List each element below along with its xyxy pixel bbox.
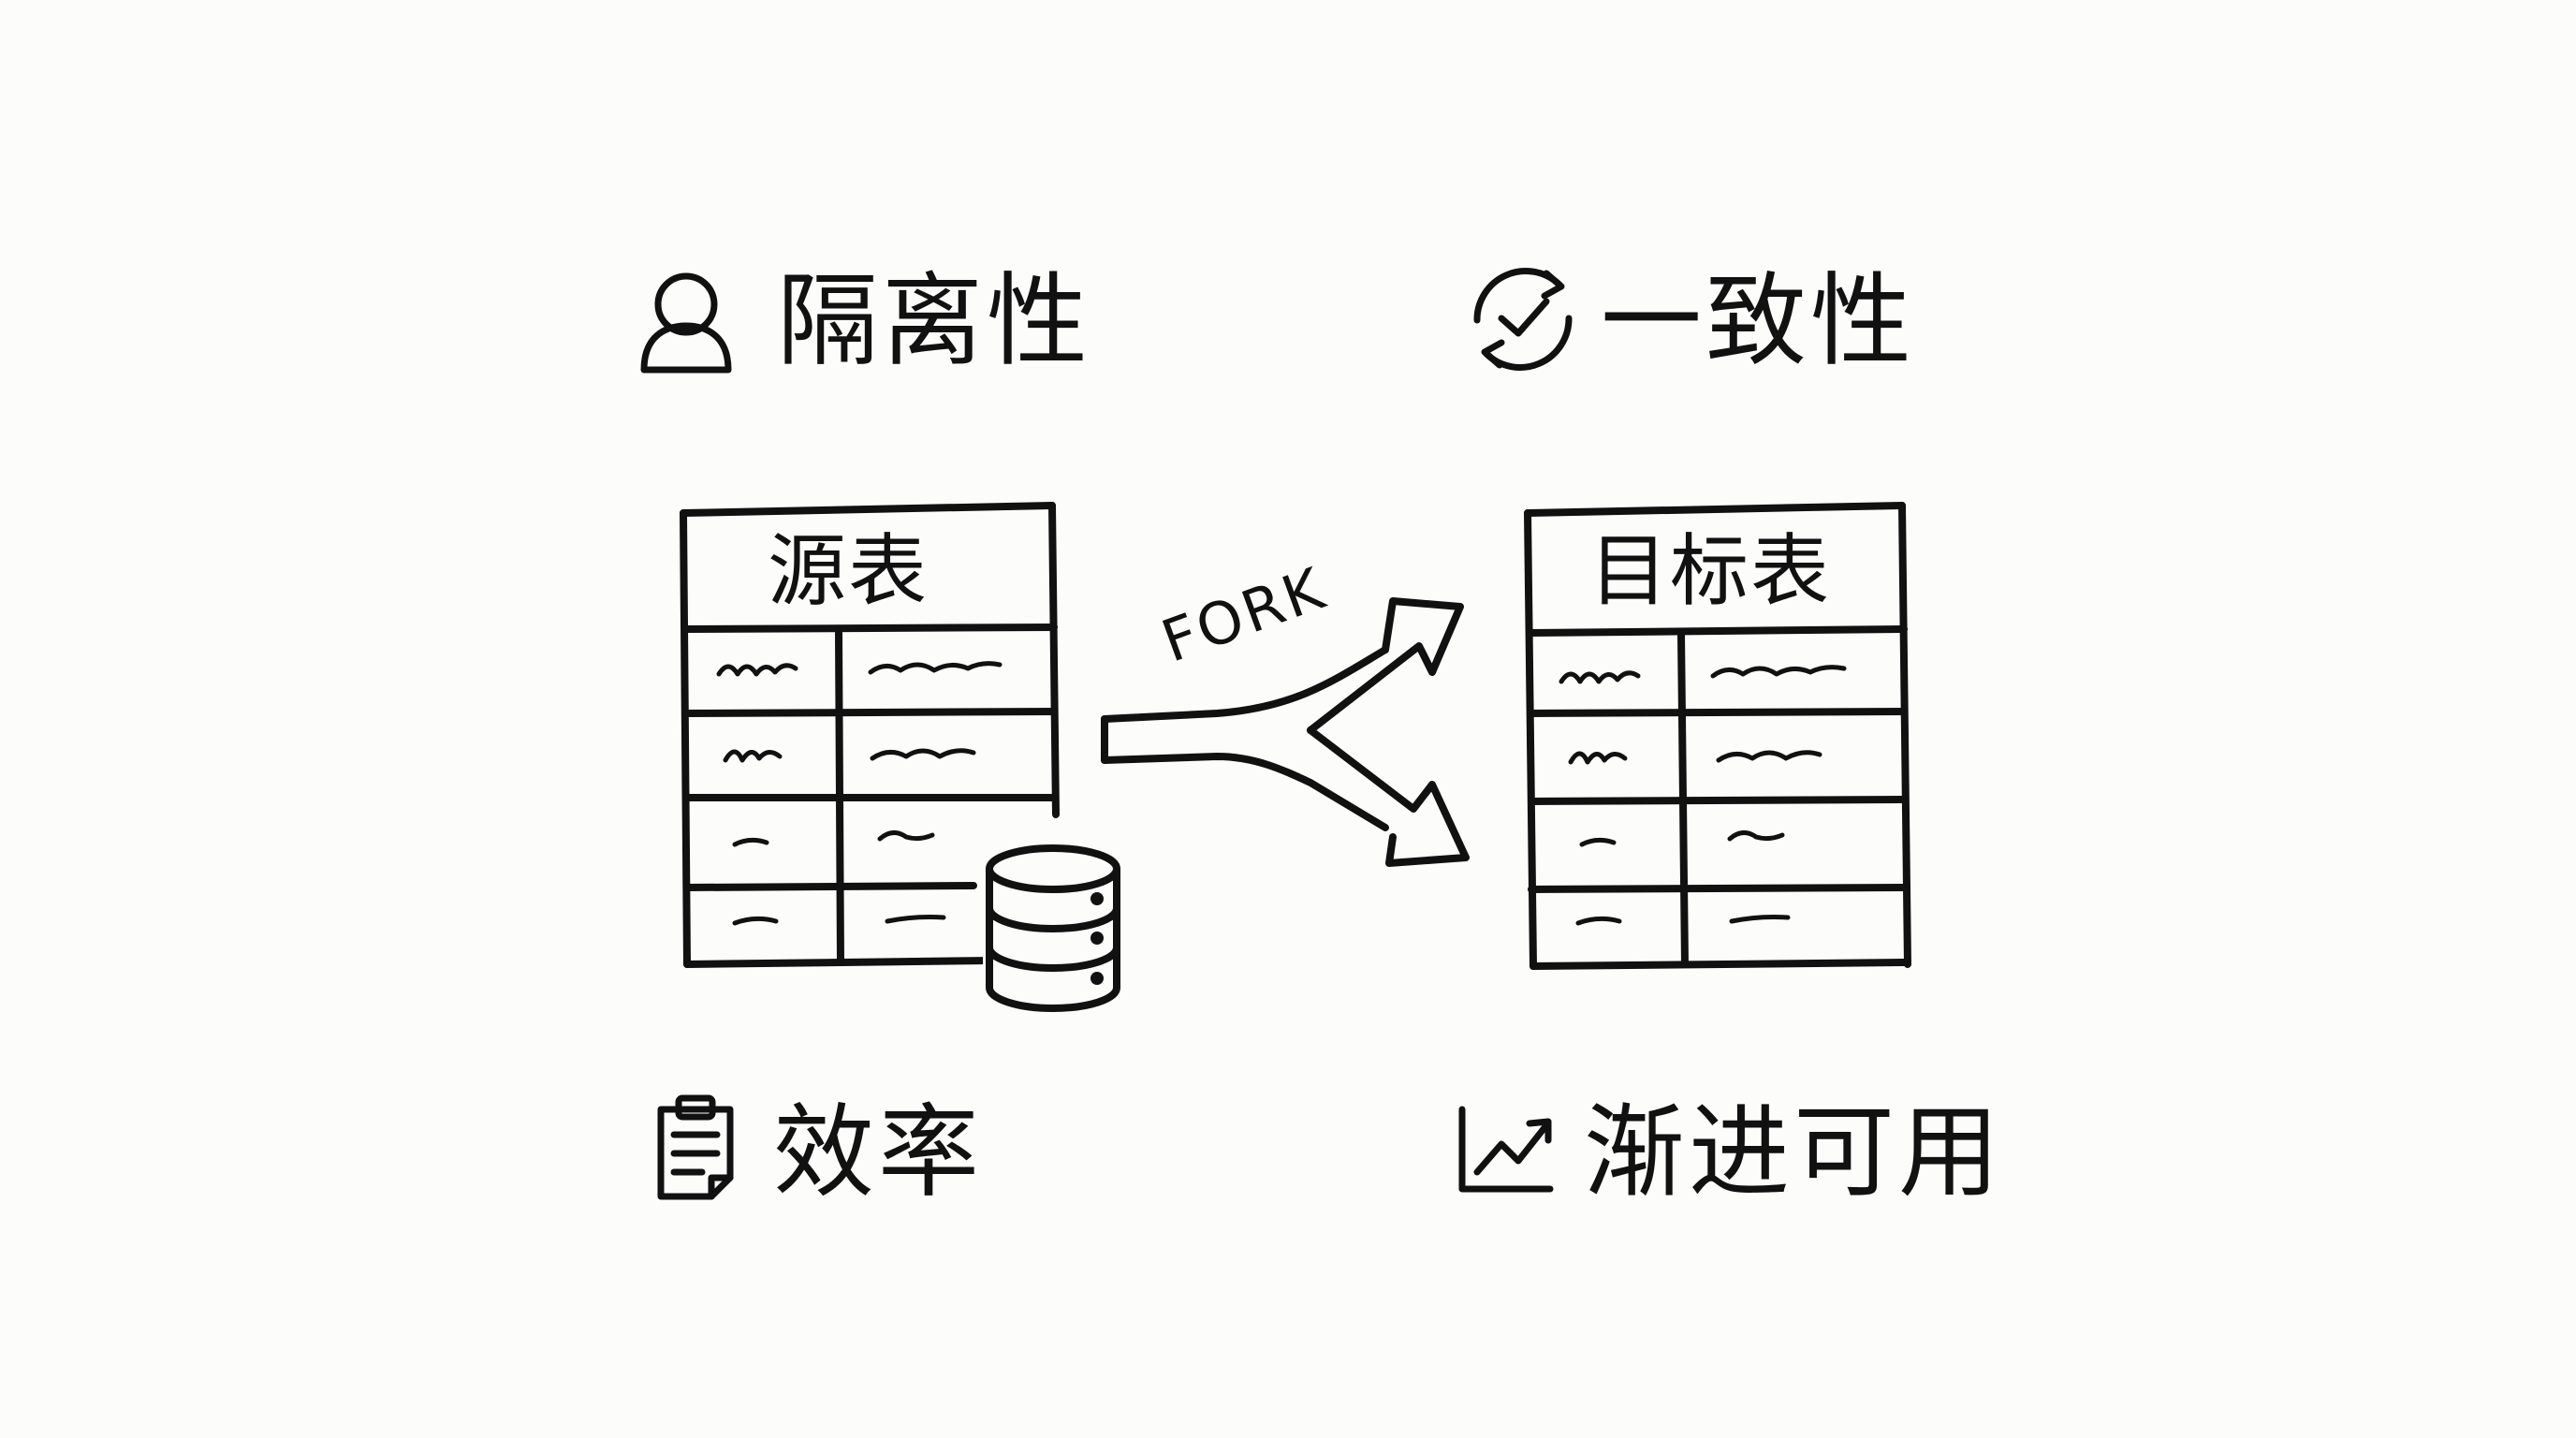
target-table xyxy=(1524,502,1911,970)
fork-arrow-icon xyxy=(1101,597,1470,867)
feature-isolation-label: 隔离性 xyxy=(777,263,1092,380)
feature-consistency-label: 一致性 xyxy=(1601,263,1916,380)
trend-chart-icon xyxy=(1458,1106,1554,1193)
refresh-check-icon xyxy=(1473,268,1573,371)
feature-efficiency-label: 效率 xyxy=(773,1094,984,1211)
feature-progressive-availability-label: 渐进可用 xyxy=(1584,1094,2004,1211)
user-icon xyxy=(640,272,732,374)
target-table-title: 目标表 xyxy=(1589,525,1832,617)
database-icon xyxy=(983,838,1123,1016)
source-table xyxy=(680,502,1060,968)
source-table-title: 源表 xyxy=(768,525,929,617)
clipboard-icon xyxy=(657,1094,734,1200)
